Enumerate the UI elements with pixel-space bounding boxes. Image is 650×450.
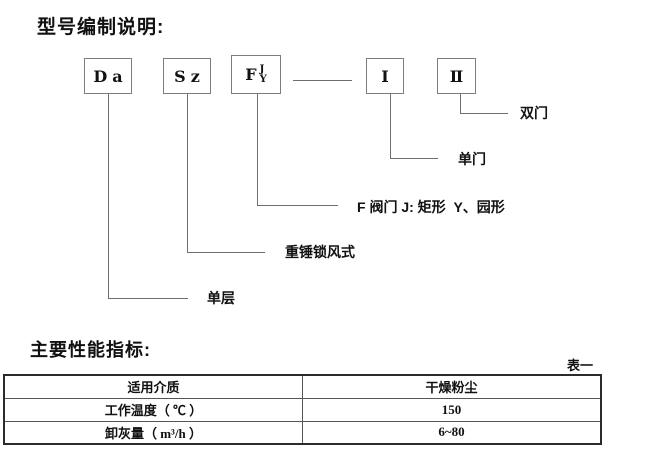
code-box-da-label: Da: [93, 66, 128, 86]
table-row-medium: 适用介质 干燥粉尘: [3, 374, 602, 399]
param-value-cell: 150: [302, 397, 602, 422]
code-box-f-options: J Y: [259, 63, 267, 85]
param-value-cell: 干燥粉尘: [302, 374, 602, 399]
param-name-cell: 工作温度（ ℃ ）: [3, 397, 303, 422]
callout-label-single-door: 单门: [458, 151, 486, 167]
param-name-cell: 卸灰量（ m³/h ）: [3, 420, 303, 445]
connector-line-f-vertical: [257, 94, 258, 206]
connector-line-roman-one-horizontal: [390, 158, 438, 159]
table-row-discharge: 卸灰量（ m³/h ） 6~80: [3, 420, 602, 445]
callout-label-single-layer: 单层: [207, 290, 235, 306]
callout-label-double-door: 双门: [520, 105, 548, 121]
connector-line-da-horizontal: [108, 298, 188, 299]
code-box-sz: Sz: [163, 58, 211, 94]
code-box-f-label: F: [245, 65, 257, 84]
param-name-cell: 适用介质: [3, 374, 303, 399]
section-title-performance: 主要性能指标:: [30, 340, 151, 360]
connector-dash-f-to-roman-one: [293, 80, 352, 81]
code-box-f-option-y: Y: [259, 73, 267, 85]
code-box-roman-two-label: Ⅱ: [449, 66, 464, 86]
connector-line-roman-two-horizontal: [460, 113, 508, 114]
code-box-roman-two: Ⅱ: [437, 58, 476, 94]
connector-line-roman-one-vertical: [390, 93, 391, 159]
connector-line-f-horizontal: [257, 205, 338, 206]
connector-line-roman-two-vertical: [460, 93, 461, 114]
code-box-f-jy: F J Y: [231, 55, 281, 94]
code-box-da: Da: [84, 58, 132, 94]
table-caption: 表一: [567, 358, 594, 373]
performance-table: 适用介质 干燥粉尘 工作温度（ ℃ ） 150 卸灰量（ m³/h ） 6~80: [3, 374, 602, 445]
callout-label-hammer-airlock: 重锤锁风式: [285, 244, 355, 260]
param-value-cell: 6~80: [302, 420, 602, 445]
code-box-f-option-j: J: [259, 63, 265, 75]
section-title-model-coding: 型号编制说明:: [37, 17, 165, 38]
connector-line-da-vertical: [108, 93, 109, 299]
code-box-roman-one-label: Ⅰ: [381, 66, 389, 86]
code-box-sz-label: Sz: [174, 66, 205, 86]
table-row-temperature: 工作温度（ ℃ ） 150: [3, 397, 602, 422]
code-box-roman-one: Ⅰ: [366, 58, 404, 94]
connector-line-sz-horizontal: [187, 252, 265, 253]
connector-line-sz-vertical: [187, 93, 188, 253]
callout-label-valve-shapes: F 阀门 J: 矩形 Y、园形: [357, 199, 505, 215]
